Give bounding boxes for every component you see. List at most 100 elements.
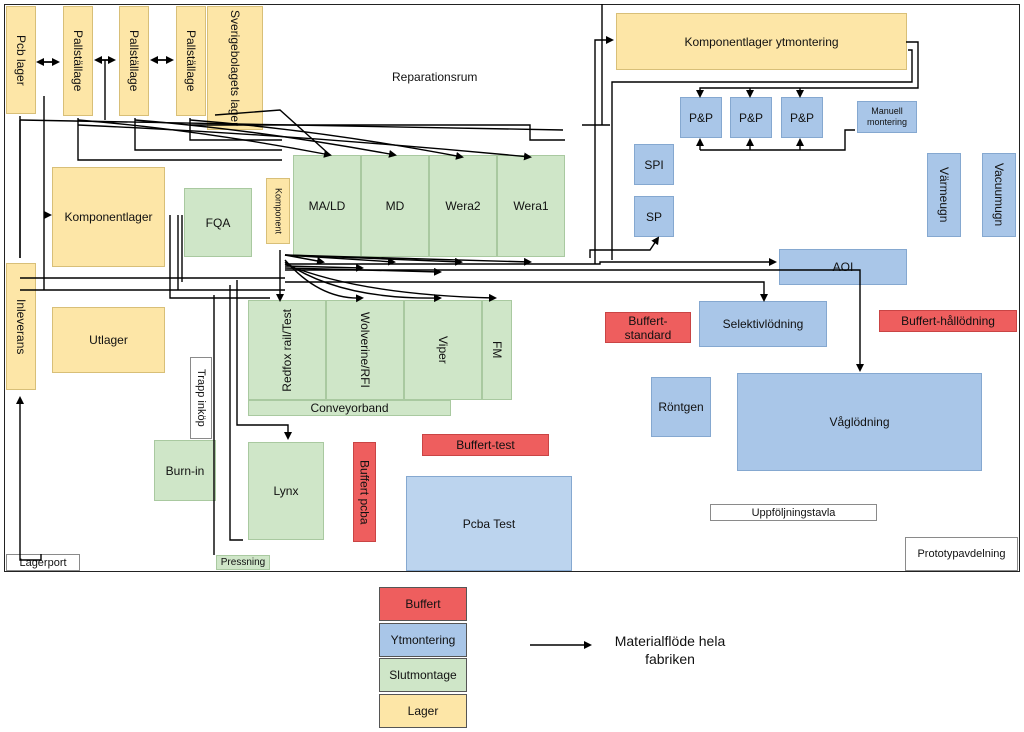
md-label: MD	[385, 199, 405, 213]
vaglodning-label: Våglödning	[829, 415, 890, 429]
lagerport-area: Lagerport	[6, 554, 80, 571]
pressning-area: Pressning	[216, 555, 270, 570]
buffert-test-area: Buffert-test	[422, 434, 549, 456]
trapp-inkop-area: Trapp inköp	[190, 357, 212, 439]
komponentlager-yt-label: Komponentlager ytmontering	[684, 34, 839, 49]
trapp-inkop-label: Trapp inköp	[195, 369, 207, 427]
fqa-area: FQA	[184, 188, 252, 257]
burnin-label: Burn-in	[165, 463, 205, 478]
viper-area: Viper	[404, 300, 482, 400]
wera2-area: Wera2	[429, 155, 497, 257]
pressning-label: Pressning	[220, 556, 266, 568]
md-area: MD	[361, 155, 429, 257]
maldd-label: MA/LD	[308, 199, 346, 213]
pallstallage-label-3: Pallställage	[184, 30, 198, 92]
komponentlager-label: Komponentlager	[64, 210, 153, 224]
pp-label-3: P&P	[789, 110, 814, 125]
wolverine-label: Wolverine/RFI	[358, 312, 372, 388]
utlager-label: Utlager	[89, 333, 128, 347]
redfox-label: Redfox rail/Test	[280, 308, 294, 392]
pallstallage-label-2: Pallställage	[127, 30, 141, 92]
pallstallage-area-1: Pallställage	[63, 6, 93, 116]
prototypavdelning-label: Prototypavdelning	[917, 548, 1006, 560]
wera1-area: Wera1	[497, 155, 565, 257]
komponentlager-area: Komponentlager	[52, 167, 165, 267]
vacuumugn-label: Vacuumugn	[992, 163, 1006, 227]
aoi-area: AOI	[779, 249, 907, 285]
buffert-standard-area: Buffert-standard	[605, 312, 691, 343]
komponent-area: Komponent	[266, 178, 290, 244]
pcb-lager-area: Pcb lager	[6, 6, 36, 114]
fqa-label: FQA	[205, 215, 231, 230]
utlager-area: Utlager	[52, 307, 165, 373]
uppfoljningstavla-label: Uppföljningstavla	[751, 506, 836, 519]
pcba-test-area: Pcba Test	[406, 476, 572, 571]
pallstallage-area-2: Pallställage	[119, 6, 149, 116]
maldd-area: MA/LD	[293, 155, 361, 257]
floor-plan-frame	[4, 4, 1020, 572]
burnin-area: Burn-in	[154, 440, 216, 501]
legend-ytmontering: Ytmontering	[379, 623, 467, 657]
pp-area-3: P&P	[781, 97, 823, 138]
legend-slutmontage: Slutmontage	[379, 658, 467, 692]
lynx-area: Lynx	[248, 442, 324, 540]
vacuumugn-area: Vacuumugn	[982, 153, 1016, 237]
rontgen-area: Röntgen	[651, 377, 711, 437]
lagerport-label: Lagerport	[19, 556, 67, 569]
pp-label-1: P&P	[688, 110, 713, 125]
conveyorband-area: Conveyorband	[248, 400, 451, 416]
reparationsrum-label: Reparationsrum	[392, 70, 478, 84]
legend-lager: Lager	[379, 694, 467, 728]
pallstallage-area-3: Pallställage	[176, 6, 206, 116]
viper-label: Viper	[436, 336, 450, 364]
pp-label-2: P&P	[738, 110, 763, 125]
buffert-hall-area: Buffert-hållödning	[879, 310, 1017, 332]
spi-label: SPI	[644, 157, 664, 172]
buffert-standard-label: Buffert-standard	[624, 313, 672, 342]
pcba-test-label: Pcba Test	[462, 516, 516, 531]
systembolaget-lager-area: Sverigebolagets lager	[207, 6, 263, 130]
rontgen-label: Röntgen	[658, 400, 704, 414]
buffert-pcba-label: Buffert pcba	[357, 459, 372, 525]
wera1-label: Wera1	[513, 199, 549, 213]
varmeugn-label: Värmeugn	[937, 167, 951, 223]
selektiv-area: Selektivlödning	[699, 301, 827, 347]
buffert-test-label: Buffert-test	[456, 438, 515, 452]
selektiv-label: Selektivlödning	[722, 317, 804, 331]
conveyorband-label: Conveyorband	[310, 401, 389, 415]
systembolaget-lager-label: Sverigebolagets lager	[228, 9, 242, 127]
legend-slutmontage-label: Slutmontage	[389, 668, 457, 682]
inleverans-label: Inleverans	[14, 298, 28, 355]
legend-buffert: Buffert	[379, 587, 467, 621]
sp-area: SP	[634, 196, 674, 237]
uppfoljningstavla-area: Uppföljningstavla	[710, 504, 877, 521]
legend-ytmontering-label: Ytmontering	[390, 633, 456, 647]
legend-flow-text: Materialflöde hela fabriken	[600, 632, 740, 668]
wera2-label: Wera2	[445, 199, 481, 213]
lynx-label: Lynx	[273, 484, 299, 498]
legend-buffert-label: Buffert	[405, 597, 441, 611]
inleverans-area: Inleverans	[6, 263, 36, 390]
buffert-pcba-area: Buffert pcba	[353, 442, 376, 542]
manuell-montering-area: Manuell montering	[857, 101, 917, 133]
pallstallage-label-1: Pallställage	[71, 30, 85, 92]
pcb-lager-label: Pcb lager	[14, 34, 28, 86]
redfox-area: Redfox rail/Test	[248, 300, 326, 400]
fm-area: FM	[482, 300, 512, 400]
manuell-montering-label: Manuell montering	[866, 106, 908, 127]
aoi-label: AOI	[832, 260, 854, 274]
legend-flow-text-line2: fabriken	[645, 651, 695, 667]
legend-flow-text-line1: Materialflöde hela	[614, 633, 726, 649]
komponent-label: Komponent	[273, 187, 284, 235]
spi-area: SPI	[634, 144, 674, 185]
pp-area-1: P&P	[680, 97, 722, 138]
sp-label: SP	[645, 209, 662, 224]
prototypavdelning-area: Prototypavdelning	[905, 537, 1018, 571]
vaglodning-area: Våglödning	[737, 373, 982, 471]
legend-lager-label: Lager	[407, 704, 439, 718]
fm-label: FM	[490, 341, 504, 359]
komponentlager-yt-area: Komponentlager ytmontering	[616, 13, 907, 70]
varmeugn-area: Värmeugn	[927, 153, 961, 237]
buffert-hall-label: Buffert-hållödning	[901, 314, 995, 328]
